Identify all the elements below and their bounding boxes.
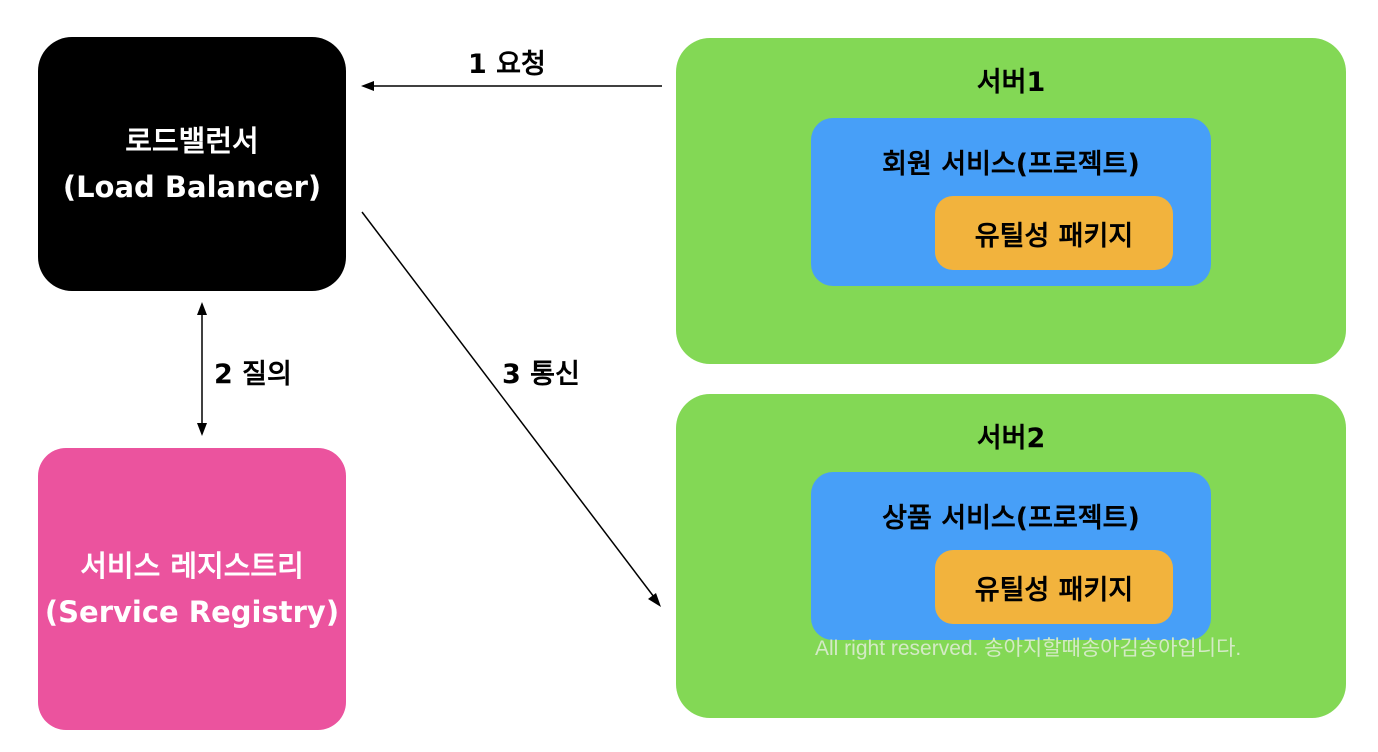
server2-service-title: 상품 서비스(프로젝트) — [882, 503, 1140, 534]
arrow-query — [197, 302, 207, 436]
load-balancer-label-en: (Load Balancer) — [62, 170, 322, 204]
service-registry-label-en: (Service Registry) — [44, 595, 340, 629]
server2-service-node: 상품 서비스(프로젝트) 유틸성 패키지 — [811, 472, 1211, 640]
watermark-text: All right reserved. 송아지할때송아김송아입니다. — [815, 637, 1242, 660]
server1-service-node: 회원 서비스(프로젝트) 유틸성 패키지 — [811, 118, 1211, 286]
load-balancer-node: 로드밸런서 (Load Balancer) — [38, 37, 346, 291]
server1-service-title: 회원 서비스(프로젝트) — [882, 149, 1140, 180]
server2-title: 서버2 — [976, 423, 1046, 454]
server1-package-node: 유틸성 패키지 — [935, 196, 1173, 270]
edge-label-query: 2 질의 — [214, 359, 292, 390]
edge-label-request: 1 요청 — [468, 49, 546, 80]
service-registry-node: 서비스 레지스트리 (Service Registry) — [38, 448, 346, 730]
arrow-communicate — [361, 211, 661, 607]
server2-package-node: 유틸성 패키지 — [935, 550, 1173, 624]
service-registry-label-ko: 서비스 레지스트리 — [80, 549, 304, 583]
edge-label-communicate: 3 통신 — [502, 359, 580, 390]
load-balancer-label-ko: 로드밸런서 — [125, 124, 259, 158]
server1-node: 서버1 회원 서비스(프로젝트) 유틸성 패키지 — [676, 38, 1346, 364]
server2-node: 서버2 상품 서비스(프로젝트) 유틸성 패키지 — [676, 394, 1346, 718]
arrow-request — [361, 81, 662, 91]
server1-title: 서버1 — [976, 67, 1046, 98]
